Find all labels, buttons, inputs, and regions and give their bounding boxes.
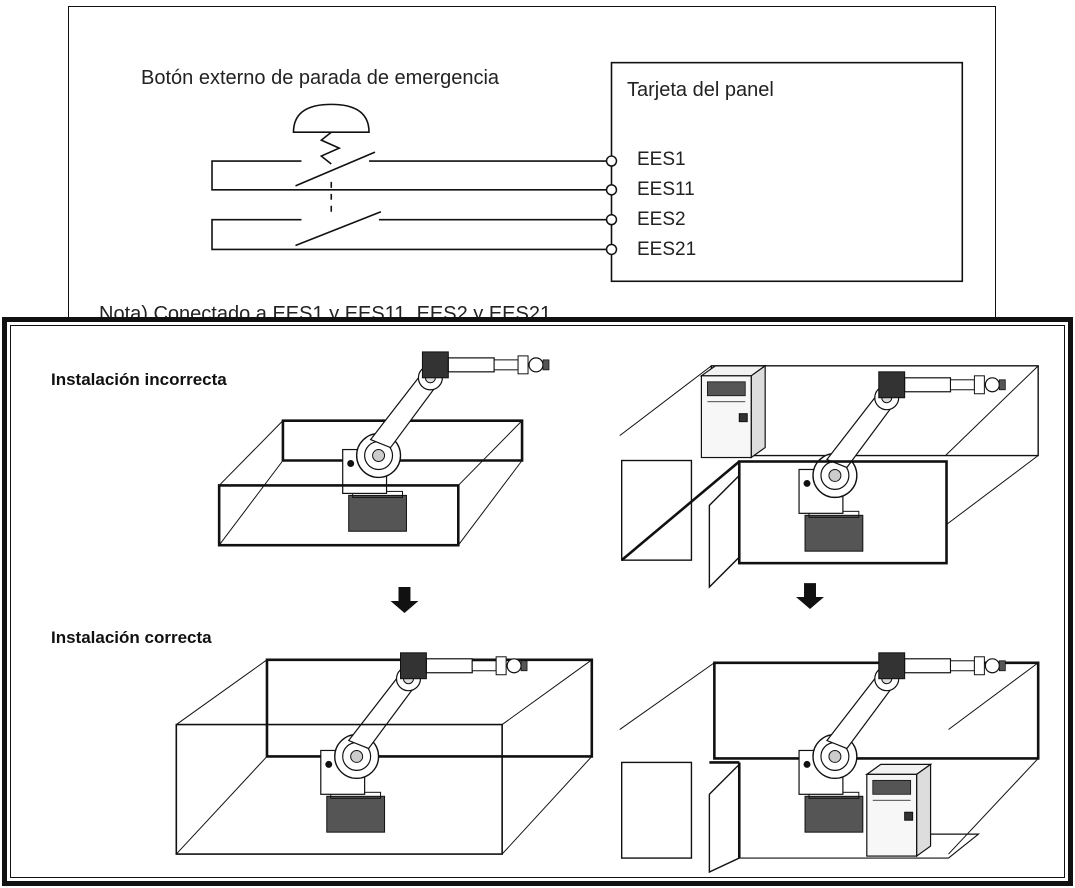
- panel-board-box: [610, 61, 964, 283]
- incorrect-installation-left: [217, 351, 550, 547]
- installation-inner-frame: Instalación incorrecta Instalación corre…: [10, 325, 1065, 878]
- terminal-label-ees21: EES21: [637, 239, 697, 260]
- terminal-label-ees11: EES11: [637, 179, 695, 200]
- installation-diagram-panel: Instalación incorrecta Instalación corre…: [2, 317, 1073, 886]
- down-arrow-icon: [390, 587, 419, 613]
- correct-installation-right: [619, 652, 1040, 874]
- correct-installation-heading: Instalación correcta: [51, 628, 212, 647]
- incorrect-installation-right: [619, 365, 1039, 589]
- circuit-loop-1: [211, 151, 612, 191]
- wiring-diagram: [211, 61, 964, 283]
- wiring-diagram-panel: Botón externo de parada de emergencia Ta…: [68, 6, 996, 326]
- terminal-label-ees2: EES2: [637, 209, 686, 230]
- correct-installation-left: [175, 652, 594, 855]
- circuit-loop-2: [211, 210, 612, 251]
- installation-illustration: [175, 351, 1040, 874]
- emergency-button-label: Botón externo de parada de emergencia: [141, 67, 500, 89]
- panel-board-label: Tarjeta del panel: [627, 79, 774, 101]
- incorrect-installation-heading: Instalación incorrecta: [51, 370, 227, 389]
- terminal-points: [605, 155, 618, 256]
- terminal-label-ees1: EES1: [637, 149, 686, 170]
- down-arrow-icon-right: [796, 583, 824, 609]
- emergency-stop-button-icon: [292, 103, 370, 218]
